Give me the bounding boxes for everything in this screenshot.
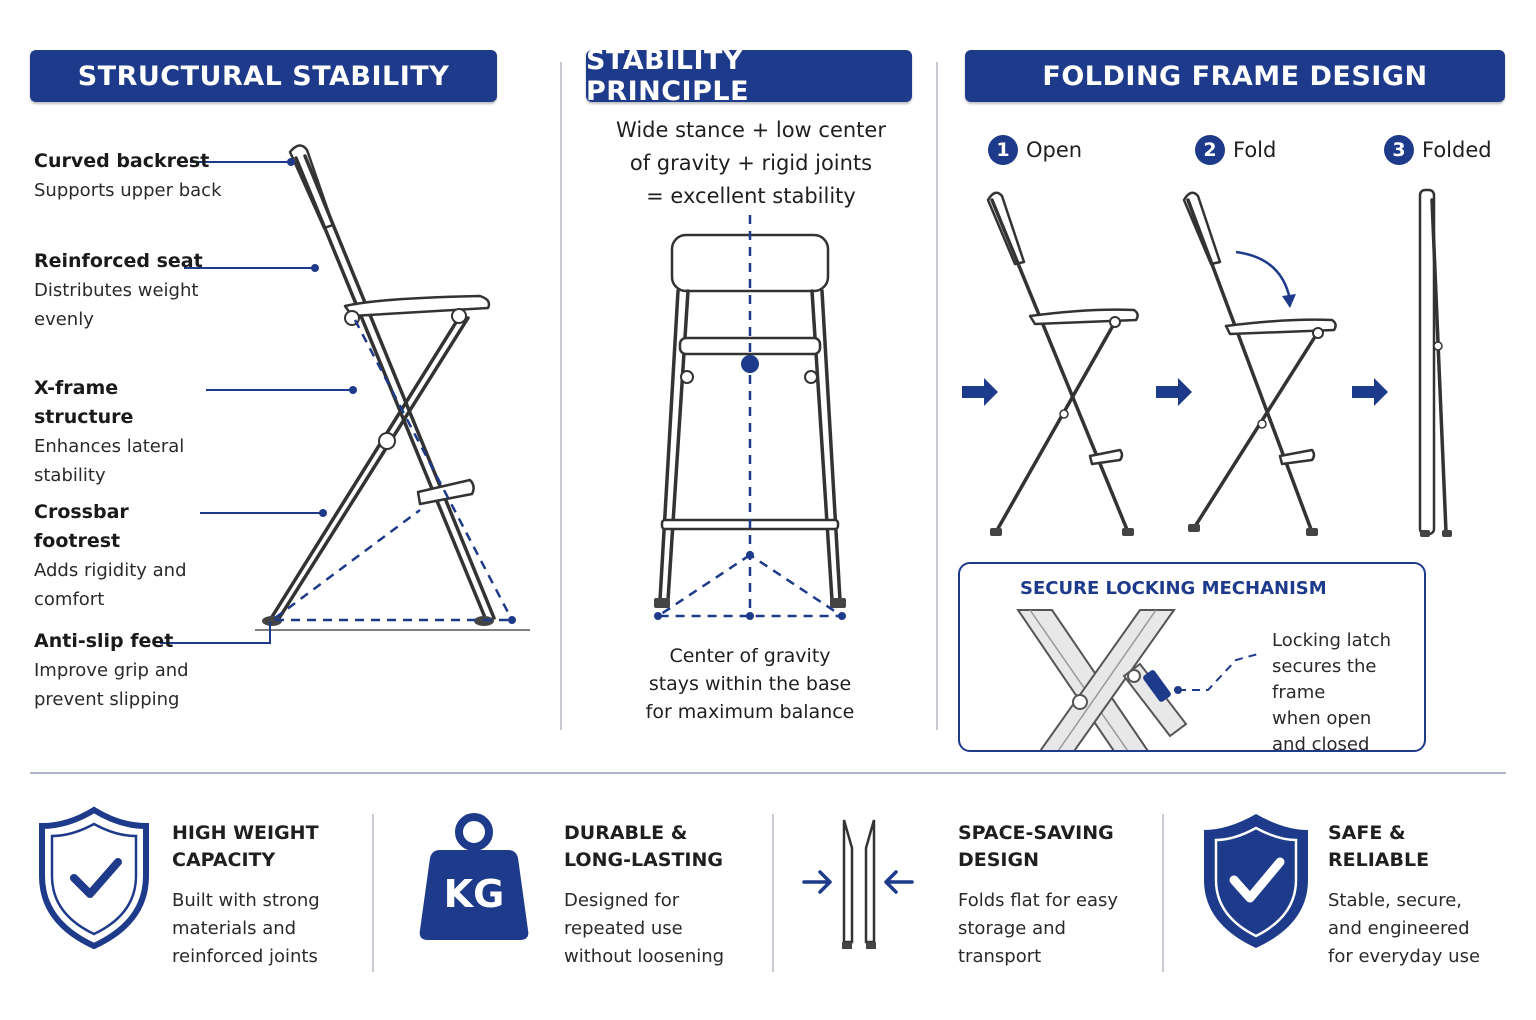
step-open: 1 Open	[988, 135, 1082, 165]
feature-desc-line: and engineered	[1328, 918, 1470, 939]
feature-title-safe: SAFE & RELIABLE	[1328, 820, 1429, 874]
feature-desc-line: Built with strong	[172, 890, 320, 911]
lock-line: secures the frame	[1272, 656, 1377, 703]
step-label: Open	[1026, 138, 1083, 162]
callout-leaders	[160, 158, 357, 644]
feature-title-line: DURABLE &	[564, 822, 688, 844]
callout-title: Crossbar footrest	[34, 501, 129, 552]
step-folded: 3 Folded	[1384, 135, 1492, 165]
feature-desc-space: Folds flat for easy storage and transpor…	[958, 887, 1118, 971]
feature-title-line: SPACE-SAVING	[958, 822, 1114, 844]
feature-title-durable: DURABLE & LONG-LASTING	[564, 820, 723, 874]
fold-stage-open	[986, 191, 1139, 536]
feature-divider	[772, 814, 774, 972]
fold-stage-fold	[1182, 191, 1337, 536]
column-divider	[936, 62, 938, 730]
kg-label: KG	[443, 872, 505, 916]
feature-title-weight: HIGH WEIGHT CAPACITY	[172, 820, 319, 874]
step-label: Fold	[1233, 138, 1277, 162]
step-number: 3	[1384, 135, 1414, 165]
callout-x-frame: X-frame structure Enhances lateral stabi…	[34, 374, 204, 490]
callout-desc: Adds rigidity and comfort	[34, 560, 187, 610]
locking-mechanism-box: SECURE LOCKING MECHANISM Locking latch s…	[958, 562, 1426, 752]
section-divider	[30, 772, 1506, 774]
callout-desc: Distributes weight evenly	[34, 280, 199, 330]
kg-weight-icon	[419, 813, 529, 940]
callout-desc: Improve grip and prevent slipping	[34, 660, 189, 710]
locking-latch-illustration	[1016, 609, 1259, 750]
fold-arrows	[962, 378, 1388, 406]
structural-stool-illustration	[255, 144, 530, 631]
feature-desc-line: Stable, secure,	[1328, 890, 1463, 911]
stability-principle-banner: STABILITY PRINCIPLE	[586, 45, 912, 107]
lock-line: when open	[1272, 708, 1372, 729]
feature-desc-weight: Built with strong materials and reinforc…	[172, 887, 320, 971]
column-divider	[560, 62, 562, 730]
lock-line: and closed	[1272, 734, 1370, 752]
callout-crossbar-footrest: Crossbar footrest Adds rigidity and comf…	[34, 498, 194, 614]
lock-line: Locking latch	[1272, 630, 1391, 651]
step-number: 1	[988, 135, 1018, 165]
callout-reinforced-seat: Reinforced seat Distributes weight evenl…	[34, 247, 204, 334]
folded-chair-arrows-icon	[802, 819, 914, 949]
callout-title: Anti-slip feet	[34, 630, 174, 652]
callout-title: Reinforced seat	[34, 250, 203, 272]
feature-title-line: CAPACITY	[172, 849, 276, 871]
stability-principle-text: Wide stance + low center of gravity + ri…	[596, 114, 906, 213]
feature-title-line: SAFE &	[1328, 822, 1406, 844]
feature-desc-safe: Stable, secure, and engineered for every…	[1328, 887, 1480, 971]
principle-stool-illustration	[653, 215, 847, 620]
feature-title-line: HIGH WEIGHT	[172, 822, 319, 844]
callout-title: X-frame structure	[34, 377, 134, 428]
feature-divider	[1162, 814, 1164, 972]
principle-line: Wide stance + low center	[616, 118, 886, 142]
feature-desc-line: Folds flat for easy	[958, 890, 1119, 911]
feature-divider	[372, 814, 374, 972]
caption-line: for maximum balance	[645, 701, 855, 723]
caption-line: stays within the base	[648, 673, 852, 695]
feature-desc-line: for everyday use	[1328, 946, 1481, 967]
lock-description: Locking latch secures the frame when ope…	[1272, 628, 1422, 752]
feature-desc-line: Designed for	[564, 890, 680, 911]
fold-stage-folded	[1418, 188, 1452, 537]
callout-desc: Supports upper back	[34, 180, 222, 201]
callout-desc: Enhances lateral stability	[34, 436, 185, 486]
step-label: Folded	[1422, 138, 1492, 162]
shield-check-icon	[1204, 814, 1308, 948]
feature-desc-line: storage and	[958, 918, 1066, 939]
feature-desc-line: repeated use	[564, 918, 683, 939]
structural-stability-banner: STRUCTURAL STABILITY	[30, 50, 497, 102]
feature-title-line: LONG-LASTING	[564, 849, 723, 871]
feature-desc-line: reinforced joints	[172, 946, 318, 967]
step-fold: 2 Fold	[1195, 135, 1276, 165]
principle-line: of gravity + rigid joints	[629, 151, 873, 175]
feature-desc-line: transport	[958, 946, 1042, 967]
feature-title-space: SPACE-SAVING DESIGN	[958, 820, 1114, 874]
callout-anti-slip-feet: Anti-slip feet Improve grip and prevent …	[34, 627, 194, 714]
feature-title-line: RELIABLE	[1328, 849, 1430, 871]
feature-title-line: DESIGN	[958, 849, 1040, 871]
step-number: 2	[1195, 135, 1225, 165]
gravity-caption: Center of gravity stays within the base …	[610, 642, 890, 726]
feature-desc-line: materials and	[172, 918, 297, 939]
caption-line: Center of gravity	[669, 645, 831, 667]
callout-curved-backrest: Curved backrest Supports upper back	[34, 147, 224, 205]
feature-desc-line: without loosening	[564, 946, 725, 967]
shield-check-icon	[39, 806, 149, 950]
folding-frame-banner: FOLDING FRAME DESIGN	[965, 50, 1505, 102]
principle-line: = excellent stability	[646, 184, 856, 208]
lock-title: SECURE LOCKING MECHANISM	[1020, 578, 1327, 599]
callout-title: Curved backrest	[34, 150, 210, 172]
feature-desc-durable: Designed for repeated use without loosen…	[564, 887, 724, 971]
